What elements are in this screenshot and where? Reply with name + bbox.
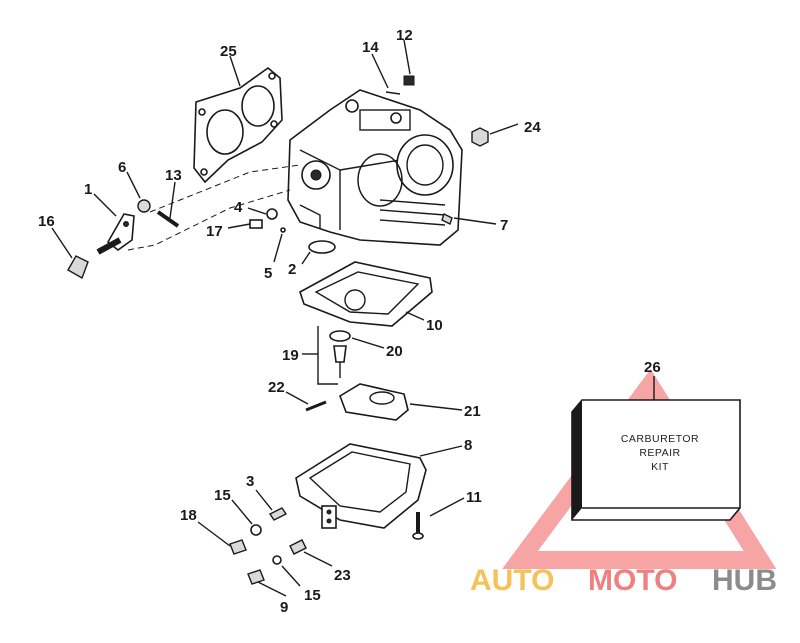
callout-2: 2 <box>288 261 296 278</box>
watermark-auto: AUTO <box>470 564 554 597</box>
callout-14: 14 <box>362 39 379 56</box>
callout-7b: 7 <box>500 217 508 234</box>
callout-13: 13 <box>165 167 182 184</box>
callout-23: 23 <box>334 567 351 584</box>
callout-3: 3 <box>246 473 254 490</box>
float-bowl <box>295 443 427 529</box>
callout-10: 10 <box>426 317 443 334</box>
parts-lower <box>229 507 424 585</box>
carburetor-body <box>287 89 463 246</box>
float-group <box>305 326 409 421</box>
callout-25: 25 <box>220 43 237 60</box>
callout-15a: 15 <box>214 487 231 504</box>
callout-12: 12 <box>396 27 413 44</box>
watermark-hub: HUB <box>712 564 777 597</box>
callout-8: 8 <box>464 437 472 454</box>
gasket-25 <box>193 66 283 184</box>
callout-4: 4 <box>234 199 243 216</box>
watermark-moto: MOTO <box>588 564 677 597</box>
callout-17: 17 <box>206 223 223 240</box>
watermark-text: AUTO MOTO HUB <box>470 564 777 597</box>
callout-9: 9 <box>280 599 288 616</box>
leader-lines <box>51 39 655 597</box>
callout-1: 1 <box>84 181 92 198</box>
callout-18: 18 <box>180 507 197 524</box>
callout-5: 5 <box>264 265 272 282</box>
callout-16: 16 <box>38 213 55 230</box>
repair-kit-box: CARBURETOR REPAIR KIT <box>571 399 741 521</box>
kit-label-line3: KIT <box>651 461 669 473</box>
callout-20: 20 <box>386 343 403 360</box>
kit-label-line2: REPAIR <box>639 447 680 459</box>
callout-11: 11 <box>466 489 482 506</box>
callout-21: 21 <box>464 403 481 420</box>
gasket-10 <box>299 261 433 327</box>
callout-24: 24 <box>524 119 541 136</box>
callout-19: 19 <box>282 347 299 364</box>
callout-22: 22 <box>268 379 285 396</box>
callout-6: 6 <box>118 159 126 176</box>
parts-upper <box>67 75 489 280</box>
callout-numbers: 25 14 12 24 7 6 13 1 4 17 16 5 2 10 19 2… <box>38 27 661 616</box>
kit-label-line1: CARBURETOR <box>621 433 699 445</box>
callout-15b: 15 <box>304 587 321 604</box>
callout-26: 26 <box>644 359 661 376</box>
